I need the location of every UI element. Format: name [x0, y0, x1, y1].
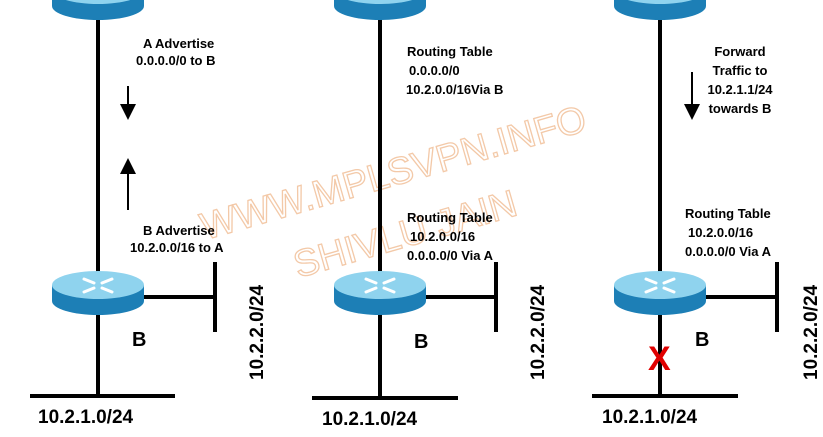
forward-traffic-note: Forward Traffic to 10.2.1.1/24 towards B [707, 44, 773, 116]
router-b-label: B [132, 329, 146, 351]
routing-table-a-row2: 10.2.0.0/16Via B [406, 82, 503, 97]
router-arrows-icon [82, 277, 114, 294]
annotation-b-advertise-2: 10.2.0.0/16 to A [130, 240, 224, 255]
side-network-label: 10.2.2.0/24 [801, 284, 822, 380]
annotation-b-advertise-1: B Advertise [143, 223, 215, 238]
side-network-label: 10.2.2.0/24 [247, 284, 268, 380]
routing-table-a-row1: 0.0.0.0/0 [409, 63, 460, 78]
panel-3: X B 10.2.1.0/24 10.2.2.0/24 Forward Traf… [592, 0, 822, 428]
panel-1: B 10.2.1.0/24 10.2.2.0/24 A Advertise 0.… [30, 0, 268, 428]
watermark: WWW.MPLSVPN.INFO SHIVLU JAIN [195, 98, 591, 288]
bottom-network-label: 10.2.1.0/24 [602, 407, 698, 428]
router-arrows-icon [364, 277, 396, 294]
panel-2: B 10.2.1.0/24 10.2.2.0/24 Routing Table … [312, 0, 549, 430]
router-a [52, 0, 144, 20]
routing-table-b-row1: 10.2.0.0/16 [688, 225, 753, 240]
routing-table-b-row2: 0.0.0.0/0 Via A [407, 248, 494, 263]
router-a [614, 0, 706, 20]
bottom-network-label: 10.2.1.0/24 [38, 407, 134, 428]
forward-note-line4: towards B [709, 101, 772, 116]
bottom-network-label: 10.2.1.0/24 [322, 409, 418, 430]
routing-table-b-row2: 0.0.0.0/0 Via A [685, 244, 772, 259]
router-b [614, 271, 706, 315]
router-a [334, 0, 426, 20]
router-b [52, 271, 144, 315]
forward-note-line2: Traffic to [713, 63, 768, 78]
router-arrows-icon [644, 277, 676, 294]
forward-note-line1: Forward [714, 44, 765, 59]
routing-table-a-title: Routing Table [407, 44, 493, 59]
side-network-label: 10.2.2.0/24 [528, 284, 549, 380]
forward-note-line3: 10.2.1.1/24 [707, 82, 773, 97]
link-failure-x-icon: X [648, 340, 671, 378]
annotation-a-advertise-2: 0.0.0.0/0 to B [136, 53, 215, 68]
annotation-a-advertise-1: A Advertise [143, 36, 214, 51]
routing-table-b-row1: 10.2.0.0/16 [410, 229, 475, 244]
routing-table-b-title: Routing Table [407, 210, 493, 225]
router-b-label: B [695, 329, 709, 351]
routing-table-b-title: Routing Table [685, 206, 771, 221]
router-b-label: B [414, 331, 428, 353]
router-b [334, 271, 426, 315]
